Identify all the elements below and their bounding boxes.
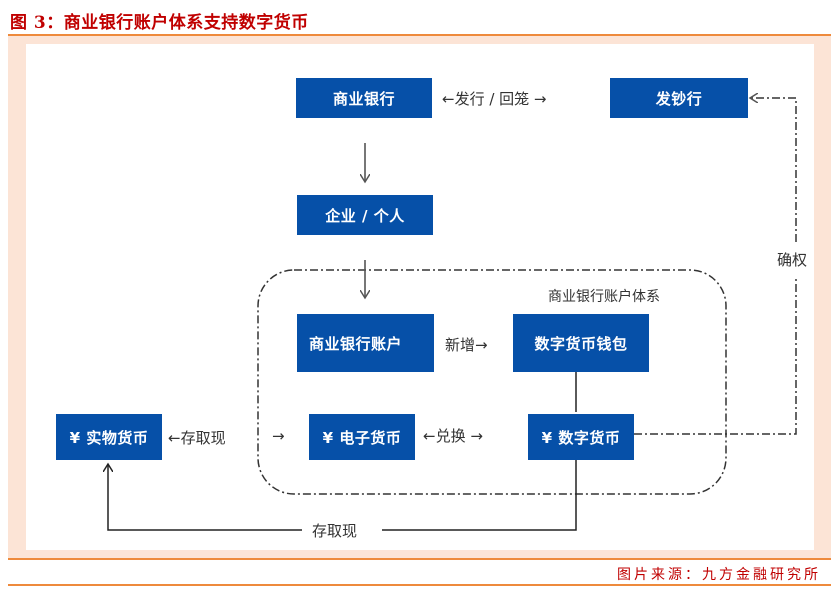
figure-title: 图 3：商业银行账户体系支持数字货币: [10, 13, 309, 33]
node-digital-currency: ¥ 数字货币: [528, 414, 634, 460]
node-bank-account: 商业银行账户: [297, 314, 434, 372]
diagram-canvas: [26, 44, 814, 550]
account-system-group-border: [257, 269, 727, 495]
label-deposit-withdraw-bottom: 存取现: [312, 522, 358, 540]
node-digital-wallet: 数字货币钱包: [513, 314, 649, 372]
line-confirm-rights-upper: [750, 98, 797, 242]
footer-rule-bottom: [8, 584, 831, 586]
label-deposit-withdraw-arrow: →: [272, 427, 285, 445]
top-rule: [8, 34, 831, 36]
label-deposit-withdraw-top: ←存取现: [168, 429, 226, 447]
node-enterprise-individual: 企业 / 个人: [297, 195, 433, 235]
line-confirm-rights-lower: [634, 276, 797, 435]
line-bottom-to-physical: [108, 464, 302, 531]
node-physical-currency: ¥ 实物货币: [56, 414, 162, 460]
group-label-account-system: 商业银行账户体系: [548, 289, 660, 305]
node-electronic-currency: ¥ 电子货币: [309, 414, 415, 460]
node-issuing-bank: 发钞行: [610, 78, 748, 118]
line-digital-to-physical-bottom: [382, 460, 577, 531]
node-commercial-bank: 商业银行: [296, 78, 432, 118]
label-issue-recall: ←发行 / 回笼 →: [442, 90, 547, 108]
label-new-add: 新增→: [445, 336, 488, 354]
label-exchange: ←兑换 →: [423, 427, 483, 445]
footer-rule-top: [8, 558, 831, 560]
source-caption: 图片来源：九方金融研究所: [617, 567, 821, 583]
label-confirm-rights: 确权: [777, 249, 808, 270]
